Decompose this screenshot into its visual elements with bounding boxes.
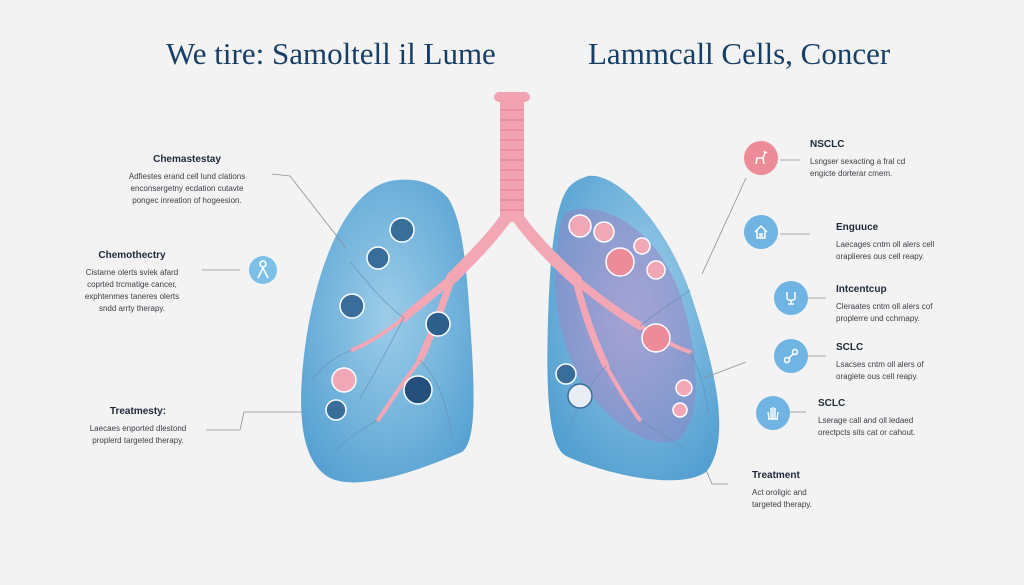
right-label-1-heading: NSCLC: [810, 139, 845, 150]
bottom-right-label-line: Act oroligic and: [752, 488, 807, 497]
nodule-icon: [672, 402, 688, 418]
stethoscope-icon: [774, 281, 808, 315]
nodule-icon: [403, 375, 433, 405]
bottom-right-label-heading: Treatment: [752, 470, 800, 481]
right-label-5-line: Lserage call and oll ledaed: [818, 416, 914, 425]
home-document-icon: [744, 215, 778, 249]
left-label-2: Chemothectry Cistarne olerts sviek afard…: [62, 250, 202, 315]
right-label-5-heading: SCLC: [818, 398, 846, 409]
right-label-2-line: Laecages cntm oll alers cell: [836, 240, 935, 249]
nodule-icon: [641, 323, 671, 353]
left-label-1-line: pongec inreation of hogeesion.: [132, 196, 242, 205]
bottom-right-label-line: targeted therapy.: [752, 500, 812, 509]
right-label-4-line: oragiete ous cell reapy.: [836, 372, 919, 381]
nodule-icon: [646, 260, 666, 280]
right-label-3-line: proplerre und cchrnapy.: [836, 314, 920, 323]
left-label-1-line: Adfiestes erand cell lund clations: [128, 172, 246, 181]
left-label-3-line: Laecaes enported dlestond: [89, 424, 187, 433]
title-right: Lammcall Cells, Concer: [588, 36, 891, 71]
bottom-right-label: Treatment Act oroligic and targeted ther…: [752, 470, 892, 511]
left-label-2-line: Cistarne olerts sviek afard: [85, 268, 179, 277]
right-label-4-heading: SCLC: [836, 342, 864, 353]
right-label-4-line: Lsacses cntm oll alers of: [836, 360, 924, 369]
left-label-2-line: sndd arrty therapy.: [98, 304, 166, 313]
left-label-3: Treatmesty: Laecaes enported dlestond pr…: [70, 406, 206, 447]
trachea: [494, 92, 530, 222]
left-label-2-line: exphtenmes taneres olerts: [84, 292, 180, 301]
left-label-1-heading: Chemastestay: [153, 154, 221, 165]
nodule-icon: [568, 214, 592, 238]
nodule-icon: [633, 237, 651, 255]
left-label-2-line: coprted trcmatige cancer,: [87, 280, 177, 289]
left-nodules: [325, 217, 451, 421]
title-left: We tire: Samoltell il Lume: [166, 36, 496, 71]
left-label-3-heading: Treatmesty:: [109, 406, 167, 417]
right-label-1-line: Lsngser sexacting a fral cd: [810, 157, 906, 166]
right-label-3-line: Cleraates cntm oll alers cof: [836, 302, 933, 311]
right-label-5-line: orectpcts sits cat or cahout.: [818, 428, 916, 437]
right-label-2-line: oraplieres ous cell reapy.: [836, 252, 925, 261]
nodule-icon: [366, 246, 390, 270]
nodule-icon: [675, 379, 693, 397]
right-label-4: SCLC Lsacses cntm oll alers of oragiete …: [836, 342, 996, 383]
right-label-2-heading: Enguuce: [836, 222, 879, 233]
right-label-2: Enguuce Laecages cntm oll alers cell ora…: [836, 222, 996, 263]
nodule-icon: [555, 363, 577, 385]
nodule-icon: [593, 221, 615, 243]
right-label-3-heading: Intcentcup: [836, 284, 887, 295]
right-label-3: Intcentcup Cleraates cntm oll alers cof …: [836, 284, 996, 325]
nodule-icon: [325, 399, 347, 421]
left-label-2-heading: Chemothectry: [98, 250, 166, 261]
right-nodules: [555, 214, 693, 418]
leader-lines: [202, 159, 826, 485]
left-label-3-line: proplerd targeted therapy.: [92, 436, 184, 445]
right-label-5: SCLC Lserage call and oll ledaed orectpc…: [818, 398, 988, 439]
nodule-icon: [331, 367, 357, 393]
nodule-icon: [605, 247, 635, 277]
left-label-1: Chemastestay Adfiestes erand cell lund c…: [102, 154, 272, 207]
nodule-icon: [425, 311, 451, 337]
hand-icon: [756, 396, 790, 430]
bronchi: [350, 212, 692, 422]
nodule-icon: [567, 383, 593, 409]
nodule-icon: [389, 217, 415, 243]
nodule-icon: [339, 293, 365, 319]
link-icon: [774, 339, 808, 373]
right-label-1: NSCLC Lsngser sexacting a fral cd engict…: [810, 139, 990, 180]
left-label-1-line: enconsergetny ecdation cutavte: [130, 184, 244, 193]
vessels: [311, 261, 709, 453]
deer-icon: [744, 141, 778, 175]
person-icon: [249, 256, 277, 284]
right-label-1-line: engicte dorterar cmem.: [810, 169, 893, 178]
